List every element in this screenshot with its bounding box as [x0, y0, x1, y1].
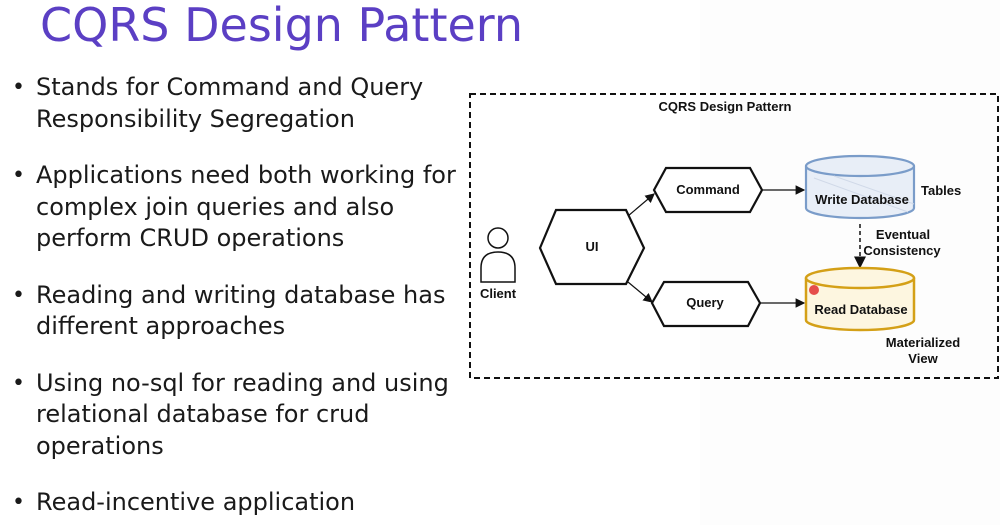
diagram-title: CQRS Design Pattern	[659, 99, 792, 114]
ui-to-command-arrow	[627, 193, 655, 217]
bullet-item: • Applications need both working for com…	[12, 160, 467, 255]
read-database-label: Read Database	[814, 302, 907, 317]
cursor-highlight-icon	[809, 285, 819, 295]
bullet-text: Read-incentive application	[36, 488, 356, 516]
write-database-label: Write Database	[815, 192, 909, 207]
diagram-frame	[469, 93, 999, 379]
query-label: Query	[686, 295, 724, 310]
bullet-dot-icon: •	[12, 163, 25, 188]
bullet-dot-icon: •	[12, 490, 25, 515]
cqrs-diagram-svg: CQRS Design Pattern Client UI Command Qu…	[469, 93, 999, 379]
cqrs-diagram: CQRS Design Pattern Client UI Command Qu…	[468, 92, 1000, 380]
tables-label: Tables	[921, 183, 961, 198]
ui-node	[538, 208, 646, 286]
bullet-dot-icon: •	[12, 282, 25, 308]
write-database-icon	[804, 154, 916, 220]
ui-label: UI	[586, 239, 599, 254]
page-title: CQRS Design Pattern	[40, 0, 524, 52]
bullet-text: Stands for Command and Query Responsibil…	[36, 73, 424, 133]
bullet-item: • Using no-sql for reading and using rel…	[12, 368, 467, 463]
bullet-text: Applications need both working for compl…	[36, 161, 456, 252]
bullet-item: • Stands for Command and Query Responsib…	[12, 72, 467, 135]
eventual-label-line1: Eventual	[876, 227, 930, 242]
client-person-icon	[480, 227, 516, 283]
bullet-item: • Reading and writing database has diffe…	[12, 280, 467, 343]
bullet-list: • Stands for Command and Query Responsib…	[12, 72, 467, 525]
command-label: Command	[676, 182, 740, 197]
bullet-text: Reading and writing database has differe…	[36, 280, 446, 341]
client-label: Client	[480, 286, 517, 301]
materialized-label-line1: Materialized	[886, 335, 960, 350]
bullet-dot-icon: •	[12, 75, 25, 100]
materialized-label-line2: View	[908, 351, 938, 366]
ui-to-query-arrow	[627, 281, 653, 303]
bullet-text: Using no-sql for reading and using relat…	[36, 368, 449, 460]
background-panel	[700, 0, 1000, 525]
eventual-label-line2: Consistency	[863, 243, 941, 258]
bullet-dot-icon: •	[12, 370, 25, 396]
bullet-item: • Read-incentive application	[12, 487, 467, 519]
read-database-icon	[804, 266, 916, 332]
